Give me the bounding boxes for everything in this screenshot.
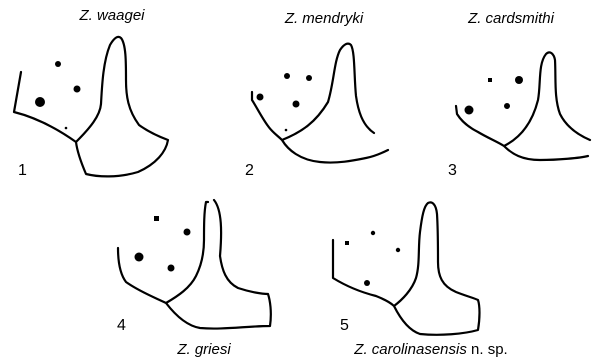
panel-3-spot-b: [504, 103, 510, 109]
panel-2: Z. mendryki 2: [245, 10, 388, 179]
panel-3-spot-a: [515, 76, 523, 84]
panel-4-outline: [118, 200, 271, 329]
panel-2-spot-b: [306, 75, 312, 81]
panel-4-number: 4: [117, 317, 126, 334]
panel-3-species-label: Z. cardsmithi: [467, 10, 555, 27]
panel-5: Z. carolinasensis n. sp. 5: [333, 202, 508, 358]
panel-2-species-label: Z. mendryki: [284, 10, 364, 27]
panel-5-spot-small-a: [345, 241, 349, 245]
panel-2-spot-d: [293, 101, 300, 108]
panel-1-spot-small-a: [55, 61, 61, 67]
panel-4-spot-b: [168, 265, 175, 272]
panel-1-spot-large: [35, 97, 45, 107]
panel-2-spot-c: [257, 94, 264, 101]
panel-2-spot-a: [284, 73, 290, 79]
panel-2-spot-dot: [285, 129, 288, 132]
panel-5-spot-a: [364, 280, 370, 286]
panel-4-species-label: Z. griesi: [176, 341, 231, 358]
panel-1-outline: [14, 37, 168, 177]
panel-5-species-label: Z. carolinasensis n. sp.: [353, 341, 507, 358]
panel-2-number: 2: [245, 162, 254, 179]
panel-3-spot-large: [465, 106, 474, 115]
panel-1-spot-medium-a: [74, 86, 81, 93]
panel-1-number: 1: [18, 162, 27, 179]
panel-4: Z. griesi 4: [117, 200, 271, 358]
panel-1-spot-dot: [65, 127, 68, 130]
panel-5-number: 5: [340, 317, 349, 334]
panel-3-number: 3: [448, 162, 457, 179]
panel-5-spot-small-c: [396, 248, 400, 252]
panel-4-spot-small: [154, 216, 159, 221]
panel-3: Z. cardsmithi 3: [448, 10, 590, 179]
panel-3-outline: [456, 52, 590, 160]
panel-4-spot-a: [184, 229, 191, 236]
panel-3-spot-small: [488, 78, 492, 82]
panel-5-spot-small-b: [371, 231, 375, 235]
panel-2-outline: [252, 44, 388, 163]
panel-4-spot-large: [135, 253, 144, 262]
panel-1: Z. waagei 1: [14, 7, 168, 179]
panel-5-outline: [333, 202, 480, 334]
panel-5-species-name: Z. carolinasensis: [353, 341, 467, 358]
panel-5-species-suffix: n. sp.: [467, 341, 508, 358]
panel-1-species-label: Z. waagei: [78, 7, 145, 24]
